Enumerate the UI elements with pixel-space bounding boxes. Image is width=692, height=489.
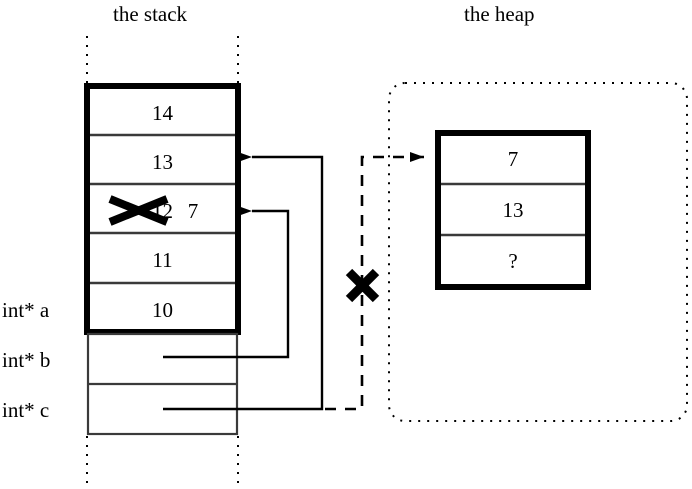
heap-cell-value-2: ? — [508, 249, 518, 273]
stack-cell-value-1: 13 — [152, 150, 173, 174]
stack-cell-value-3: 11 — [152, 248, 173, 272]
heap-title: the heap — [464, 2, 535, 26]
struck-value-x-icon — [108, 195, 169, 226]
variable-label-a: int* a — [2, 298, 50, 322]
heap-allocated-block — [435, 130, 591, 290]
variable-label-b: int* b — [2, 348, 51, 372]
pointer-arrow-c — [163, 152, 324, 411]
heap-cell-value-1: 13 — [502, 198, 524, 222]
stack-variable-cells — [86, 332, 239, 436]
variable-label-c: int* c — [2, 398, 50, 422]
pointer-arrow-b — [163, 206, 290, 359]
stack-title: the stack — [113, 2, 188, 26]
heap-cell-value-0: 7 — [507, 147, 519, 171]
stack-cell-value-2-replacement: 7 — [187, 199, 199, 223]
stack-cell-value-0: 14 — [152, 101, 173, 125]
stale-heap-pointer-dashed — [325, 152, 424, 411]
stack-cell-value-2-struck: 12 — [152, 199, 173, 223]
invalid-pointer-x-icon — [345, 268, 380, 303]
stack-cell-value-4: 10 — [152, 298, 173, 322]
